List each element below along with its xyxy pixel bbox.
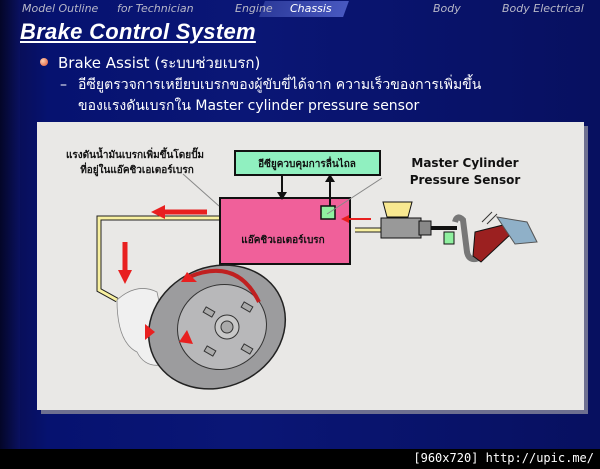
footer-text: [960x720] http://upic.me/ xyxy=(413,451,594,465)
tab-engine[interactable]: Engine xyxy=(235,2,273,15)
pump-label-line2: ที่อยู่ในแอ๊คชิวเอเตอร์เบรก xyxy=(80,162,194,177)
page-title: Brake Control System xyxy=(20,19,256,44)
tab-model-outline[interactable]: Model Outline xyxy=(22,2,99,15)
brake-diagram: อีซียูควบคุมการลื่นไถล แอ๊คชิวเอเตอร์เบร… xyxy=(37,122,584,410)
slide: Model Outline for Technician Engine Chas… xyxy=(0,0,600,449)
ecu-label: อีซียูควบคุมการลื่นไถล xyxy=(258,156,356,171)
tab-body[interactable]: Body xyxy=(433,2,461,15)
pump-label-line1: แรงดันน้ำมันเบรกเพิ่มขึ้นโดยปั๊ม xyxy=(66,147,204,161)
sensor-label-line1: Master Cylinder xyxy=(411,156,518,170)
tab-body-electrical[interactable]: Body Electrical xyxy=(502,2,584,15)
dash: – xyxy=(60,77,67,93)
sub-bullet-line1: อีซียูตรวจการเหยียบเบรกของผู้ขับขี่ได้จา… xyxy=(78,77,482,93)
left-bar xyxy=(0,0,20,449)
tab-for-technician[interactable]: for Technician xyxy=(117,2,194,15)
bullet-brake-assist: Brake Assist (ระบบช่วยเบรก) xyxy=(58,54,261,72)
sub-bullet-line2: ของแรงดันเบรกใน Master cylinder pressure… xyxy=(78,98,420,114)
footer: [960x720] http://upic.me/ xyxy=(0,449,600,469)
tab-chassis[interactable]: Chassis xyxy=(290,2,332,15)
nav-tabs: Model Outline for Technician Engine Chas… xyxy=(0,0,600,18)
bullet-icon xyxy=(40,58,48,66)
actuator-label: แอ๊คชิวเอเตอร์เบรก xyxy=(241,234,324,246)
sensor-label-line2: Pressure Sensor xyxy=(410,173,521,187)
